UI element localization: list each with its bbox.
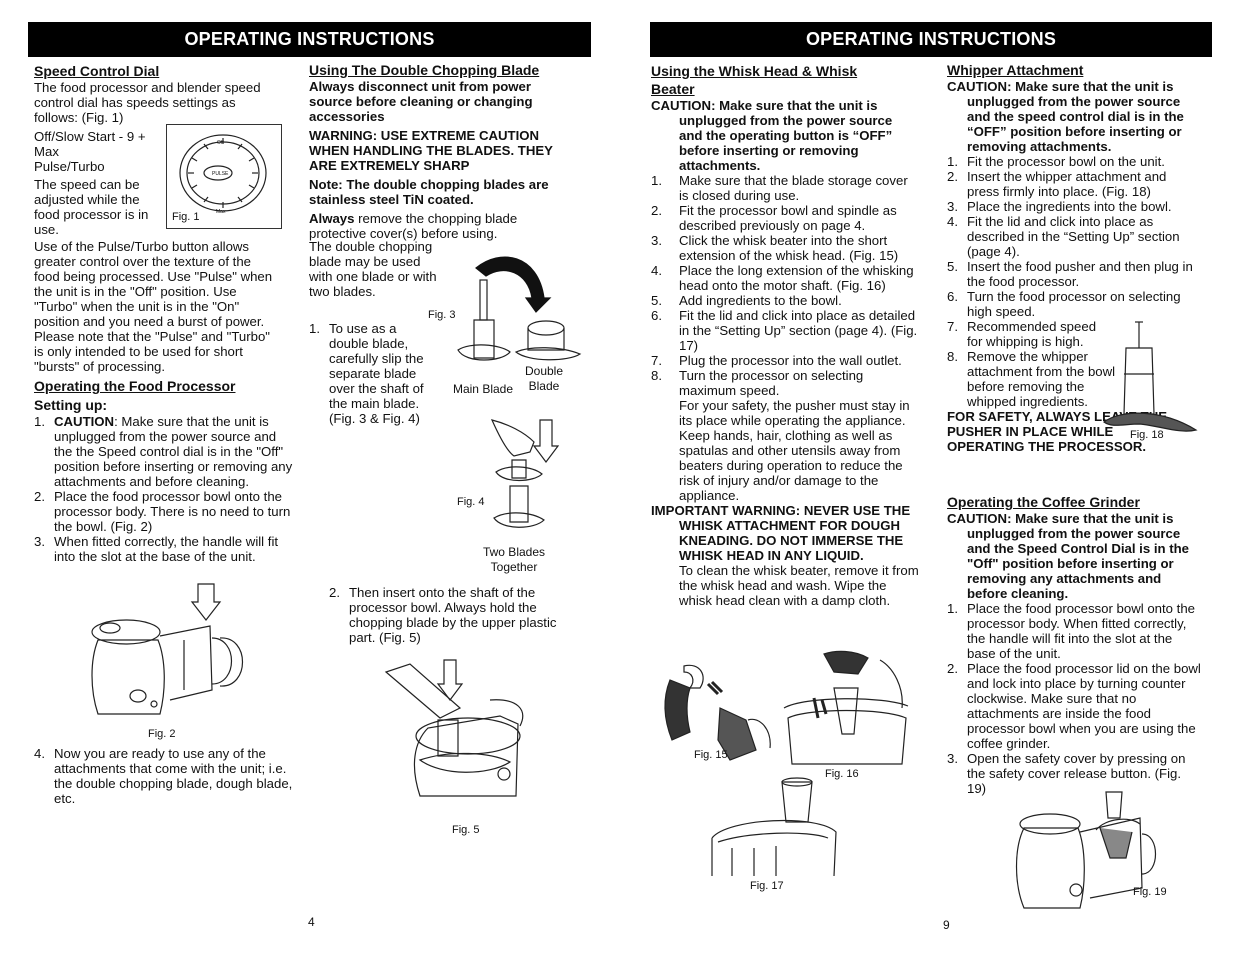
chopping-heading: Using The Double Chopping Blade xyxy=(309,62,540,78)
speed-control-heading: Speed Control Dial xyxy=(34,63,160,79)
two-blades-label: Two Blades Together xyxy=(482,545,546,574)
fig5-insert-blade-illustration xyxy=(384,659,524,797)
speed-settings: Off/Slow Start - 9 + Max Pulse/Turbo The… xyxy=(34,129,166,237)
operating-section: Operating the Food Processor Setting up:… xyxy=(34,378,296,564)
fig2-caption: Fig. 2 xyxy=(148,728,176,740)
chopping-note: Note: The double chopping blades are sta… xyxy=(309,177,549,207)
pulse-turbo-text: Use of the Pulse/Turbo button allows gre… xyxy=(34,239,273,374)
fig18-whipper-illustration xyxy=(1102,321,1198,432)
chopping-p3-wrap: The double chopping blade may be used wi… xyxy=(309,239,441,299)
speed-control-section: Speed Control Dial The food processor an… xyxy=(34,63,296,125)
setting-up-step4-wrap: 4.Now you are ready to use any of the at… xyxy=(34,746,296,806)
list-item: 4.Fit the lid and click into place as de… xyxy=(947,214,1180,259)
whisk-important-warning: IMPORTANT WARNING: NEVER USE THE WHISK A… xyxy=(651,503,911,563)
list-item: 6.Turn the food processor on selecting h… xyxy=(947,289,1181,319)
whipper-steps: 1.Fit the processor bowl on the unit. 2.… xyxy=(947,154,1202,409)
dial-pulse-label: PULSE xyxy=(212,171,229,177)
speed-adjust-text: The speed can be adjusted while the food… xyxy=(34,177,149,237)
fig17-lid-illustration xyxy=(711,777,837,877)
list-item: 3.When fitted correctly, the handle will… xyxy=(34,534,279,564)
coffee-caution: CAUTION: Make sure that the unit is unpl… xyxy=(947,511,1190,601)
list-item: 1.To use as a double blade, carefully sl… xyxy=(309,321,424,426)
setting-up-step4: 4.Now you are ready to use any of the at… xyxy=(34,746,296,806)
fig18-caption: Fig. 18 xyxy=(1130,429,1164,441)
fig16-whisk-head-illustration xyxy=(783,650,909,765)
whisk-caution: CAUTION: Make sure that the unit is unpl… xyxy=(651,98,893,173)
list-item: 3.Place the ingredients into the bowl. xyxy=(947,199,1172,214)
list-item: 1.CAUTION: Make sure that the unit is un… xyxy=(34,414,293,489)
whisk-heading: Using the Whisk Head & Whisk Beater xyxy=(651,63,858,97)
fig5-caption: Fig. 5 xyxy=(452,824,480,836)
double-blade-label: Double Blade xyxy=(524,364,564,393)
list-item: 3.Click the whisk beater into the short … xyxy=(651,233,899,263)
list-item: 2.Fit the processor bowl and spindle as … xyxy=(651,203,897,233)
chopping-step1-wrap: 1.To use as a double blade, carefully sl… xyxy=(309,321,437,426)
fig17-caption: Fig. 17 xyxy=(750,880,784,892)
chopping-disconnect: Always disconnect unit from power source… xyxy=(309,79,533,124)
list-item: 1.Make sure that the blade storage cover… xyxy=(651,173,908,203)
list-item: 7.Recommended speed for whipping is high… xyxy=(947,319,1097,349)
fig15-caption: Fig. 15 xyxy=(694,749,728,761)
main-blade-label: Main Blade xyxy=(452,382,514,396)
fig15-whisk-illustration xyxy=(664,664,771,761)
chopping-step1: 1.To use as a double blade, carefully sl… xyxy=(309,321,437,426)
left-page-number: 4 xyxy=(308,915,315,929)
left-page-banner: OPERATING INSTRUCTIONS xyxy=(28,22,591,57)
list-item: 1.Fit the processor bowl on the unit. xyxy=(947,154,1165,169)
list-item: 8.Remove the whipper attachment from the… xyxy=(947,349,1116,409)
speed-control-intro: The food processor and blender speed con… xyxy=(34,80,261,125)
right-page-number: 9 xyxy=(943,918,950,932)
whipper-caution: CAUTION: Make sure that the unit is unpl… xyxy=(947,79,1184,154)
chopping-always: Always remove the chopping blade protect… xyxy=(309,211,518,241)
list-item: 3.Open the safety cover by pressing on t… xyxy=(947,751,1186,796)
whipper-section: Whipper Attachment CAUTION: Make sure th… xyxy=(947,62,1202,454)
dial-max-label: Max xyxy=(216,209,226,215)
list-item: 1.Place the food processor bowl onto the… xyxy=(947,601,1195,661)
whipper-heading: Whipper Attachment xyxy=(947,62,1084,78)
chopping-warning: WARNING: USE EXTREME CAUTION WHEN HANDLI… xyxy=(309,128,553,173)
setting-up-steps: 1.CAUTION: Make sure that the unit is un… xyxy=(34,414,296,564)
list-item: 2.Then insert onto the shaft of the proc… xyxy=(329,585,557,645)
speed-dial-illustration xyxy=(179,134,267,212)
list-item: 4.Place the long extension of the whiski… xyxy=(651,263,914,293)
fig3-blades-illustration xyxy=(457,256,582,361)
setting-up-heading: Setting up: xyxy=(34,397,108,413)
pulse-turbo-text-wrap: Use of the Pulse/Turbo button allows gre… xyxy=(34,239,274,374)
fig19-coffee-grinder-illustration xyxy=(1015,791,1156,909)
list-item: 2.Place the food processor lid on the bo… xyxy=(947,661,1201,751)
fig4-two-blades-illustration xyxy=(490,419,560,528)
list-item: 5.Add ingredients to the bowl. xyxy=(651,293,842,308)
speed-setting-line3: Pulse/Turbo xyxy=(34,159,105,174)
chopping-section: Using The Double Chopping Blade Always d… xyxy=(309,62,574,241)
chopping-step2: 2.Then insert onto the shaft of the proc… xyxy=(329,585,577,645)
whisk-steps: 1.Make sure that the blade storage cover… xyxy=(651,173,919,503)
fig4-caption: Fig. 4 xyxy=(457,496,485,508)
speed-setting-line1: Off/Slow Start - 9 + xyxy=(34,129,146,144)
list-item: 8.Turn the processor on selecting maximu… xyxy=(651,368,910,503)
fig2-processor-illustration xyxy=(91,583,243,715)
fig3-caption: Fig. 3 xyxy=(428,309,456,321)
fig1-frame xyxy=(166,124,282,229)
coffee-steps: 1.Place the food processor bowl onto the… xyxy=(947,601,1202,796)
coffee-section: Operating the Coffee Grinder CAUTION: Ma… xyxy=(947,494,1202,796)
speed-setting-line2: Max xyxy=(34,144,59,159)
list-item: 2.Insert the whipper attachment and pres… xyxy=(947,169,1167,199)
fig16-caption: Fig. 16 xyxy=(825,768,859,780)
list-item: 5.Insert the food pusher and then plug i… xyxy=(947,259,1193,289)
whisk-section: Using the Whisk Head & Whisk Beater CAUT… xyxy=(651,62,919,608)
list-item: 2.Place the food processor bowl onto the… xyxy=(34,489,291,534)
operating-heading: Operating the Food Processor xyxy=(34,378,236,394)
coffee-heading: Operating the Coffee Grinder xyxy=(947,494,1140,510)
whipper-safety: FOR SAFETY, ALWAYS LEAVE THE PUSHER IN P… xyxy=(947,409,1168,454)
chopping-step2-wrap: 2.Then insert onto the shaft of the proc… xyxy=(329,585,577,645)
list-item: 4.Now you are ready to use any of the at… xyxy=(34,746,293,806)
whisk-cleaning: To clean the whisk beater, remove it fro… xyxy=(679,563,919,608)
right-page-banner: OPERATING INSTRUCTIONS xyxy=(650,22,1212,57)
fig19-caption: Fig. 19 xyxy=(1133,886,1167,898)
list-item: 7.Plug the processor into the wall outle… xyxy=(651,353,902,368)
chopping-double-blade-text: The double chopping blade may be used wi… xyxy=(309,239,437,299)
fig1-caption: Fig. 1 xyxy=(172,211,200,223)
list-item: 6.Fit the lid and click into place as de… xyxy=(651,308,918,353)
dial-off-label: Off xyxy=(217,140,224,146)
